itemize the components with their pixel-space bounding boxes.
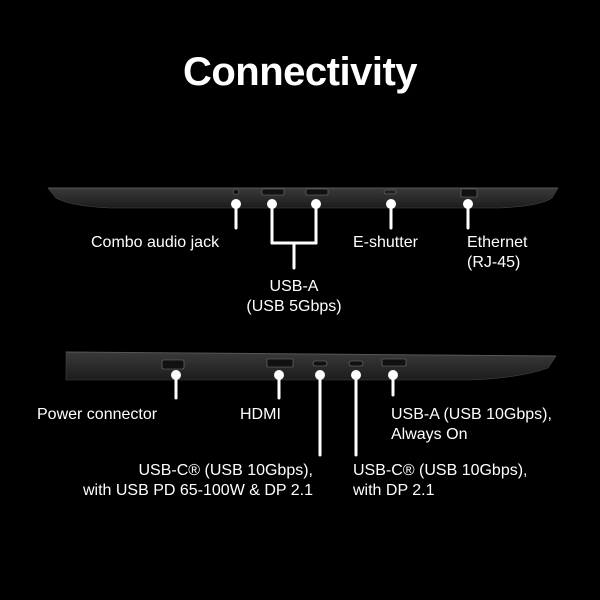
usb-c-port-1 bbox=[312, 360, 328, 367]
page-title: Connectivity bbox=[182, 50, 418, 94]
laptop-right-profile bbox=[65, 351, 557, 381]
usb-c-port-2 bbox=[348, 360, 364, 367]
usb-a-port-2 bbox=[305, 188, 329, 196]
label-combo-audio-jack: Combo audio jack bbox=[91, 234, 220, 251]
label-e-shutter: E-shutter bbox=[353, 234, 418, 251]
hdmi-port bbox=[266, 358, 294, 368]
label-hdmi: HDMI bbox=[240, 406, 281, 423]
label-usb-c-dp: USB-C® (USB 10Gbps), with DP 2.1 bbox=[353, 462, 528, 499]
audio-jack-port bbox=[232, 189, 240, 195]
ethernet-port bbox=[460, 188, 478, 198]
right-callouts bbox=[171, 370, 398, 457]
usb-a-port-3 bbox=[381, 358, 407, 367]
label-usb-a-always-on: USB-A (USB 10Gbps), Always On bbox=[391, 406, 552, 443]
laptop-left-profile bbox=[47, 187, 559, 209]
label-usb-a: USB-A (USB 5Gbps) bbox=[246, 278, 342, 315]
laptop-right-edge bbox=[65, 351, 557, 357]
e-shutter-switch bbox=[383, 189, 397, 195]
power-port bbox=[161, 359, 185, 370]
label-usb-c-pd: USB-C® (USB 10Gbps), with USB PD 65-100W… bbox=[82, 462, 313, 499]
label-power-connector: Power connector bbox=[37, 406, 158, 423]
usb-a-port-1 bbox=[261, 188, 285, 196]
left-callouts bbox=[231, 199, 473, 270]
label-ethernet: Ethernet (RJ-45) bbox=[467, 234, 528, 271]
